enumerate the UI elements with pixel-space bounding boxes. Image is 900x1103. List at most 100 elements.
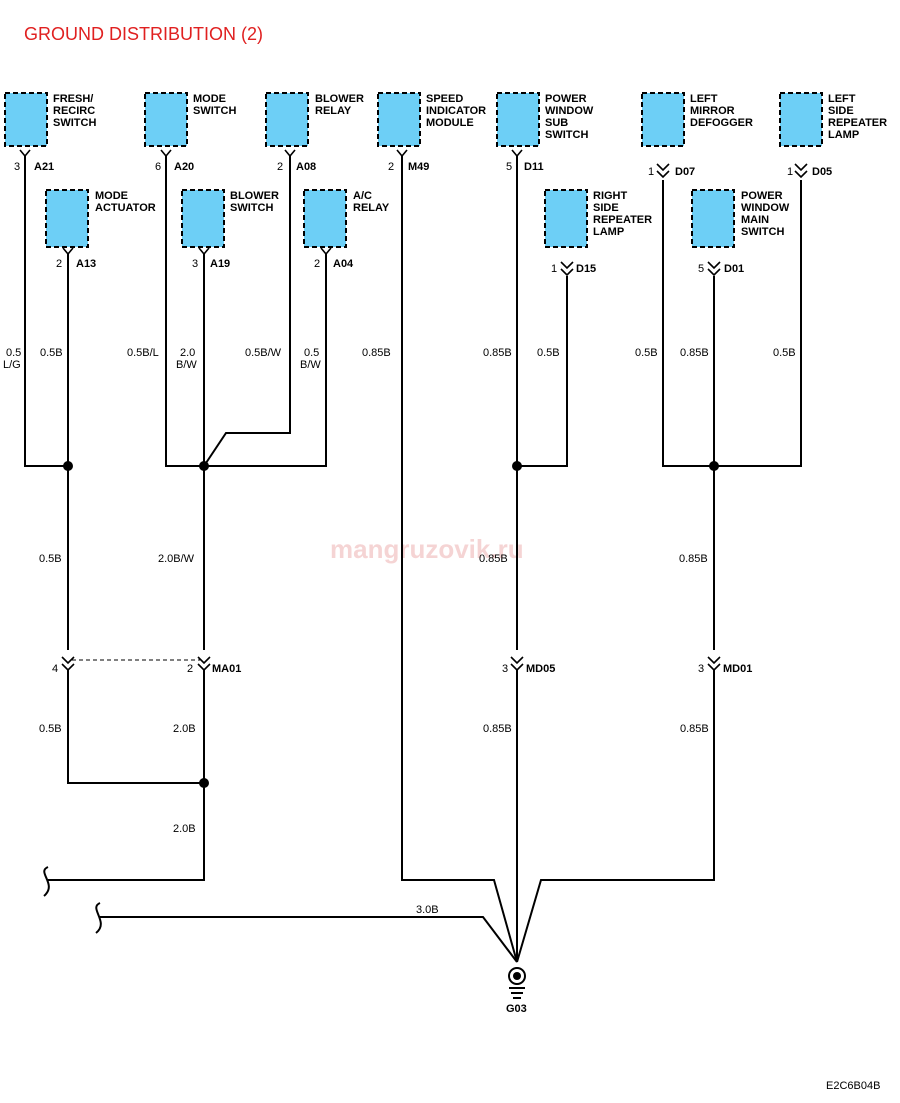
connector-chevron <box>560 261 574 277</box>
pin-number: 3 <box>698 663 704 675</box>
wire-ground-in <box>100 916 518 963</box>
wire-m49 <box>401 156 518 963</box>
connector-id: D15 <box>576 263 596 275</box>
splice-point <box>512 461 522 471</box>
wire-label: 0.85B <box>479 553 508 565</box>
component-box <box>144 92 188 147</box>
wire-label: 0.5B <box>773 347 796 359</box>
pin-number: 3 <box>502 663 508 675</box>
connector-chevrons <box>19 149 808 672</box>
connector-id: M49 <box>408 161 429 173</box>
component-box <box>779 92 823 147</box>
connector-chevron <box>320 247 332 256</box>
wire-label: 2.0B <box>173 823 196 835</box>
connector-chevron <box>511 149 523 158</box>
watermark: mangruzovik.ru <box>330 534 524 564</box>
wire-label: 0.85B <box>483 347 512 359</box>
connector-chevron <box>510 656 524 672</box>
wire-left-low <box>67 670 204 784</box>
connector-id: MD01 <box>723 663 752 675</box>
pin-number: 3 <box>14 161 20 173</box>
connector-id: A20 <box>174 161 194 173</box>
component-box <box>496 92 540 147</box>
connector-chevron <box>707 656 721 672</box>
svg-text:2.0B/W: 2.0B/W <box>176 347 197 371</box>
connector-chevron <box>707 261 721 277</box>
splice-point <box>199 778 209 788</box>
wire-label: 0.85B <box>680 723 709 735</box>
connector-chevron <box>198 247 210 256</box>
pin-number: 1 <box>648 166 654 178</box>
component-box <box>181 189 225 248</box>
ground-symbol <box>509 987 525 999</box>
wire-a08 <box>203 156 291 467</box>
wire-label: 0.5B <box>40 347 63 359</box>
wire-label: 0.5B <box>39 553 62 565</box>
pin-number: 2 <box>187 663 193 675</box>
wire-label: 0.5B <box>39 723 62 735</box>
splice-point <box>63 461 73 471</box>
connector-id: A08 <box>296 161 316 173</box>
connector-ma01: 4 2 MA01 <box>52 663 241 675</box>
pin-number: 1 <box>787 166 793 178</box>
wire-ma01-low <box>48 670 205 881</box>
wire-label: 0.85B <box>483 723 512 735</box>
connector-chevron <box>284 149 296 158</box>
component-box <box>303 189 347 248</box>
connector-chevron <box>396 149 408 158</box>
connector-chevron <box>197 656 211 672</box>
splices <box>63 461 719 788</box>
wire-d07 <box>662 180 714 467</box>
connector-id: MD05 <box>526 663 555 675</box>
wire-a21 <box>24 156 68 467</box>
wire-a20 <box>165 156 204 467</box>
diagram-code: E2C6B04B <box>826 1080 880 1092</box>
component-box <box>544 189 588 248</box>
ground-g03: G03 <box>506 967 527 1015</box>
connector-id: A13 <box>76 258 96 270</box>
connector-chevron <box>19 149 31 158</box>
component-box <box>641 92 685 147</box>
splice-point <box>709 461 719 471</box>
pin-number: 2 <box>56 258 62 270</box>
pin-number: 3 <box>192 258 198 270</box>
connector-id: A21 <box>34 161 54 173</box>
component-box <box>377 92 421 147</box>
connector-md01: 3 MD01 <box>698 663 752 675</box>
svg-text:0.5B/W: 0.5B/W <box>300 347 321 371</box>
wire-d15 <box>517 276 568 467</box>
connector-md05: 3 MD05 <box>502 663 555 675</box>
connector-chevron <box>794 163 808 179</box>
pin-number: 1 <box>551 263 557 275</box>
splice-point <box>199 461 209 471</box>
pin-number: 6 <box>155 161 161 173</box>
connector-id: D07 <box>675 166 695 178</box>
connector-id: D01 <box>724 263 744 275</box>
ground-label: G03 <box>506 1003 527 1015</box>
break-mark-upper <box>43 866 50 897</box>
pin-number: 5 <box>506 161 512 173</box>
diagram-title: GROUND DISTRIBUTION (2) <box>24 24 263 44</box>
connector-chevron <box>656 163 670 179</box>
